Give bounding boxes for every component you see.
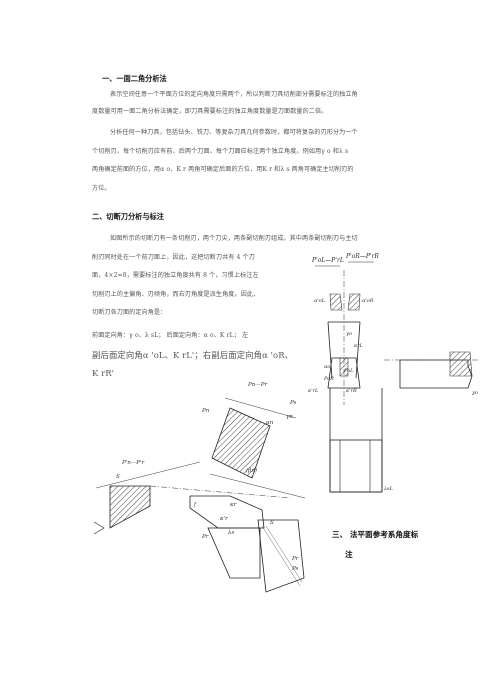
para2-line1: 分析任何一种刀具，包括钻头、铣刀、等复杂刀具几何参数时，都可将复杂的刃形分为一个 [110, 129, 358, 136]
label-kr2: κ'r [219, 516, 228, 522]
para2-line3: 两角确定前面的方位，用α o、K r 两角可确定后面的方位，用K r 和λ s … [92, 166, 354, 173]
section2-line4: 切削刃上的主偏角、刃倾角，而右刃角度是派生角度。因此， [92, 291, 260, 298]
section-right-hatch [347, 293, 361, 311]
label-pn: Pn [201, 408, 210, 414]
label-s: S [116, 474, 120, 480]
label-ps2: Ps [291, 566, 299, 572]
label-chi-o: χo [471, 390, 478, 396]
label-pr3: Pr [291, 556, 299, 562]
section3-title-line2: 注 [345, 550, 353, 559]
section2-line5: 切断刀各刀面的定向角是： [92, 309, 167, 316]
section-left-hatch [329, 293, 343, 311]
label-alpha-n: αn [266, 420, 274, 426]
section2-line2: 削刃同时处在一个前刀面上，因此，这把切断刀共有 4 个刀 [92, 254, 255, 261]
label-s2: S [270, 520, 274, 526]
section2-line3: 面，4×2=8，需要标注的独立角度共有 8 个，习惯上标注左 [92, 272, 259, 279]
label-f: f [193, 502, 197, 508]
label-pr-pr: P'n—P'r [121, 460, 144, 466]
section2-title: 二、切断刀分析与标注 [92, 212, 164, 221]
label-k-rl: κrL [353, 343, 364, 349]
section2-line1: 如图所示的切断刀有一条切削刃，两个刀尖，两条副切削刃组成。其中两条副切削刃与主切 [110, 235, 358, 242]
label-pr: Pr [201, 534, 209, 540]
label-kr: κr [229, 502, 237, 508]
main-tool-body [189, 495, 265, 529]
label-a-or: α'oR [362, 298, 374, 304]
para2-line2: 个切削刃，每个切削刃应有前、后两个刀面、每个刀面应标注两个独立角度。例如用γ o… [92, 148, 349, 155]
label-a-ol: α'oL [314, 298, 326, 304]
label-gamma-o: γo [346, 331, 352, 337]
section3-title-line1: 三、 法平面参考系角度标 [332, 530, 419, 539]
section2-line8: K rR' [92, 368, 115, 378]
section2-line7: 副后面定向角α 'oL、K rL'；右副后面定向角α 'oR、 [92, 350, 294, 360]
label-p-or: PoR [323, 376, 334, 382]
section1-title: 一、一面二角分析法 [102, 74, 167, 83]
para1-line1: 表示空间任意一个平面方位的定向角度只需两个，所以判断刀具切削部分需要标注的独立角 [110, 91, 358, 98]
label-p-or-p-rr: P'oR—P'rR [345, 253, 379, 260]
label-k-rr: κ'rR [345, 388, 357, 394]
label-lambda-sl: λsL [383, 486, 394, 492]
lower-tool-block [207, 527, 261, 579]
section2-line6: 前面定向角：γ o、λ sL； 后面定向角：α o、K rL； 左 [92, 332, 249, 339]
label-p-ol-p-rl: P'oL—P'rL [311, 257, 344, 264]
normal-plane-figure: Pn—Pr Ps Pn γn αn (βn) P'n—P'r S f κr κ'… [93, 382, 306, 593]
label-ps: Ps [289, 400, 297, 406]
para1-line2: 度数量可用一面二角分析法确定，即刀具需要标注的独立角度数量是刀面数量的二倍。 [92, 108, 328, 115]
lower-right-block [257, 519, 305, 593]
label-a-o: αo [324, 364, 330, 370]
label-gamma-n: γn [286, 414, 293, 420]
label-pn-pr: Pn—Pr [247, 382, 267, 388]
label-lambda-s: λs [227, 530, 234, 536]
para2-line4: 方位。 [92, 185, 111, 192]
label-k-rl2: κ'rL [307, 388, 319, 394]
cutoff-tool-figure: P'oL—P'rL P'oR—P'rR α'oL α'oR γo κrL αo … [307, 253, 480, 493]
label-p-ol: PoL [343, 368, 354, 374]
upper-wedge [211, 407, 271, 479]
left-section [109, 485, 151, 529]
